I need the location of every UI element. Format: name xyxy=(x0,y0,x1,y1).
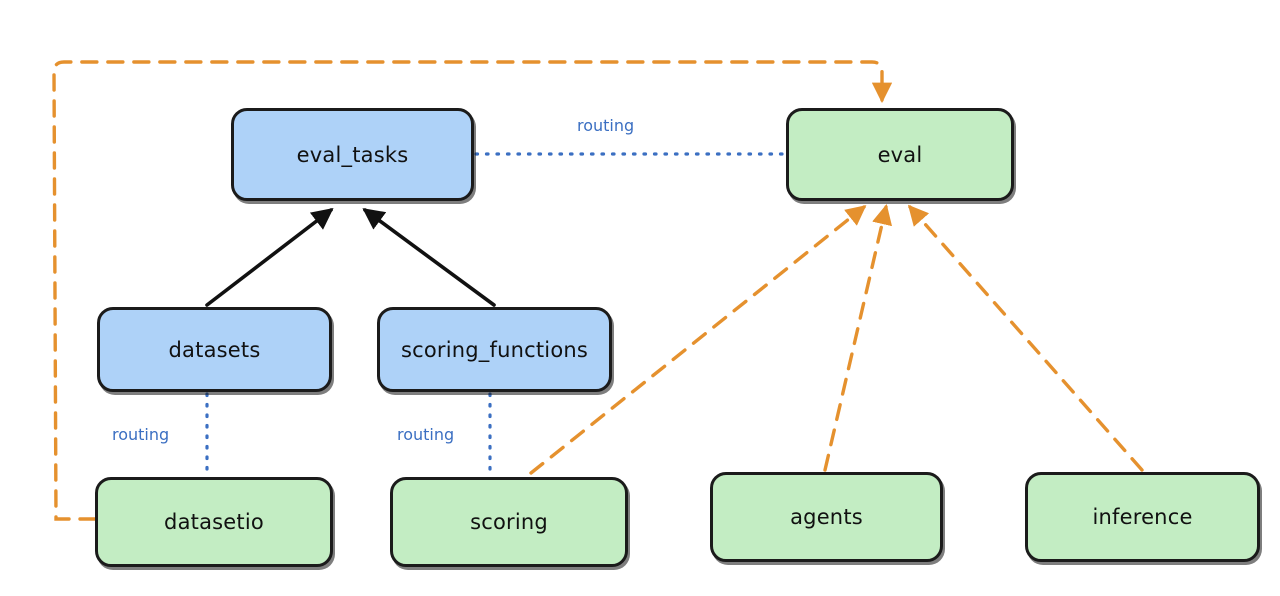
node-label-agents: agents xyxy=(790,505,863,529)
node-datasets[interactable]: datasets xyxy=(97,307,332,392)
node-label-datasets: datasets xyxy=(168,337,261,362)
node-label-datasetio: datasetio xyxy=(164,510,264,534)
node-label-inference: inference xyxy=(1092,505,1193,529)
node-eval[interactable]: eval xyxy=(786,108,1014,201)
node-scoring[interactable]: scoring xyxy=(390,477,628,567)
edge-agents-to-eval xyxy=(823,204,893,472)
node-label-scoring: scoring xyxy=(470,510,548,534)
edge-scoring-functions-to-eval-tasks xyxy=(362,208,496,307)
edge-inference-to-eval xyxy=(907,204,1144,472)
node-scoring-functions[interactable]: scoring_functions xyxy=(377,307,612,392)
edge-datasets-to-eval-tasks xyxy=(205,208,334,307)
edge-datasetio-to-eval xyxy=(52,60,893,521)
edge-label-routing-scoring: routing xyxy=(397,425,455,444)
node-inference[interactable]: inference xyxy=(1025,472,1260,562)
node-eval-tasks[interactable]: eval_tasks xyxy=(231,108,474,201)
node-datasetio[interactable]: datasetio xyxy=(95,477,333,567)
node-label-eval: eval xyxy=(877,142,923,167)
edge-scoring-to-eval xyxy=(529,205,867,475)
edge-label-routing-eval: routing xyxy=(577,116,635,135)
node-label-scoring-functions: scoring_functions xyxy=(400,337,589,362)
node-label-eval-tasks: eval_tasks xyxy=(296,142,409,167)
node-agents[interactable]: agents xyxy=(710,472,943,562)
edge-label-routing-datasets: routing xyxy=(112,425,170,444)
